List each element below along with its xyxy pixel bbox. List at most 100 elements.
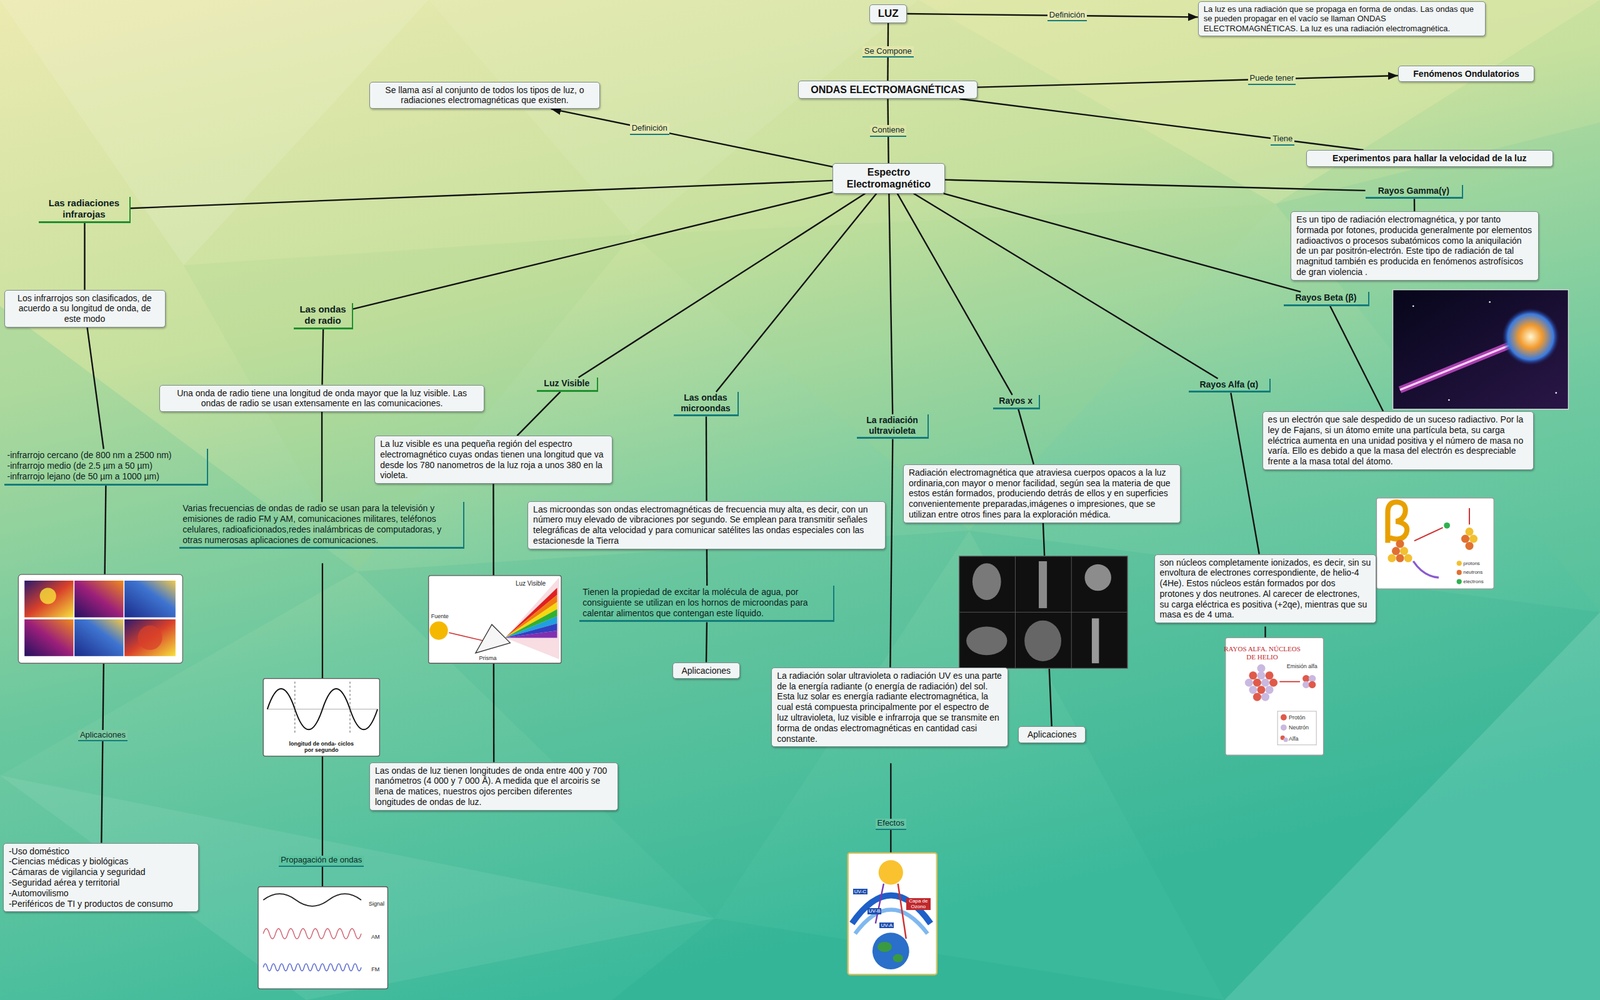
figure-label: Alfa: [1288, 735, 1299, 742]
node-text: -Uso doméstico: [8, 846, 194, 857]
connector-line: [886, 23, 889, 81]
prism-sketch: [505, 587, 557, 638]
alpha-image: [1283, 737, 1289, 742]
beta-image: [1465, 527, 1474, 536]
figure-label: Capa de Ozono: [906, 898, 931, 910]
gamma-image: [1555, 391, 1557, 394]
concept-box: Radiación electromagnética que atraviesa…: [903, 464, 1181, 524]
background-polygons: [1275, 122, 1600, 613]
uv-sketch: [848, 763, 937, 975]
node-text: -Ciencias médicas y biológicas: [8, 856, 194, 867]
note-text: Varias frecuencias de ondas de radio se …: [179, 501, 465, 549]
radio-wave-sketch: [263, 678, 380, 757]
concept-heading: Rayos Alfa (α): [1188, 378, 1271, 394]
beta-image: [1395, 554, 1404, 563]
infrared-photos: [124, 619, 176, 657]
node-text: Se llama así al conjunto de todos los ti…: [375, 85, 595, 107]
alpha-image: [1245, 678, 1254, 687]
concept-box: Las ondas de luz tienen longitudes de on…: [369, 762, 619, 811]
connector-line: [1230, 392, 1259, 554]
connector-line: [321, 329, 324, 385]
xray-photos: [959, 556, 1128, 669]
gamma-image: [1488, 301, 1491, 304]
uv-sketch: [893, 954, 904, 963]
radio-wave-sketch: [294, 681, 295, 734]
link-label: Puede tener: [1248, 73, 1297, 85]
connector-line: [321, 411, 323, 502]
modulation-sketch: [263, 893, 362, 907]
node-text: ONDAS ELECTROMAGNÉTICAS: [803, 83, 972, 96]
node-text: Las ondas de radio: [296, 303, 350, 327]
infrared-photos: [137, 625, 162, 650]
beta-image: [1400, 546, 1409, 555]
concept-box: -Uso doméstico-Ciencias médicas y biológ…: [3, 843, 200, 913]
node-text: -Automovilismo: [8, 888, 194, 899]
prism-sketch: [505, 630, 557, 638]
xray-photos: [972, 563, 1002, 600]
infrared-photos: [18, 574, 183, 664]
concept-heading: Rayos Gamma(γ): [1365, 185, 1464, 200]
concept-heading: Luz Visible: [536, 377, 599, 392]
note-text: Tienen la propiedad de excitar la molécu…: [579, 585, 835, 622]
beta-image: [1376, 498, 1494, 589]
connector-line: [943, 193, 1301, 292]
beta-image: [1461, 535, 1470, 544]
beta-image: [1456, 579, 1462, 585]
node-text: Rayos Alfa (α): [1191, 379, 1267, 390]
node-text: Rayos x: [995, 395, 1037, 407]
connector-line: [101, 485, 106, 844]
alpha-image: [1279, 681, 1300, 683]
node-text: -Periféricos de TI y productos de consum…: [8, 898, 194, 910]
node-text: Las ondas de luz tienen longitudes de on…: [375, 765, 613, 808]
connector-layer: [84, 13, 1415, 844]
beta-image: [1468, 508, 1470, 525]
gamma-image: [1393, 290, 1569, 410]
beta-image: [1443, 522, 1450, 529]
connector-line: [705, 416, 708, 501]
concept-box: es un electrón que sale despedido de un …: [1262, 411, 1534, 470]
prism-sketch: [448, 632, 484, 641]
link-label: Contiene: [870, 125, 907, 137]
modulation-sketch: [263, 928, 362, 939]
alpha-image: [1277, 711, 1317, 745]
prism-sketch: [505, 577, 560, 660]
modulation-sketch: [263, 963, 362, 971]
link-label: Propagación de ondas: [278, 855, 364, 867]
beta-image: [1456, 570, 1462, 575]
note-text: -infrarrojo cercano (de 800 nm a 2500 nm…: [4, 448, 209, 485]
figure-label: UV-C: [853, 888, 868, 895]
node-text: -infrarrojo medio (de 2.5 µm a 50 µm): [7, 460, 205, 472]
background-polygons: [1224, 612, 1600, 1000]
xray-photos: [1085, 564, 1112, 591]
node-text: -infrarrojo lejano (de 50 µm a 1000 µm): [7, 471, 205, 482]
concept-box: ONDAS ELECTROMAGNÉTICAS: [798, 80, 978, 99]
alpha-image: [1308, 681, 1316, 689]
alpha-image: [1280, 724, 1287, 731]
connector-line: [960, 98, 1364, 150]
connector-line: [87, 327, 104, 449]
concept-box: LUZ: [869, 4, 907, 24]
node-text: -Cámaras de vigilancia y seguridad: [8, 866, 194, 878]
connector-line: [130, 180, 833, 209]
connector-line: [906, 13, 1198, 17]
beta-image: [1391, 546, 1400, 555]
gamma-image: [1412, 305, 1415, 307]
figure-label: UV-B: [867, 908, 882, 914]
node-text: Espectro Electromagnético: [838, 166, 940, 190]
radio-wave-sketch: [263, 563, 380, 887]
connector-line: [913, 193, 1219, 379]
link-label: Definición: [630, 123, 670, 135]
connector-line: [888, 193, 893, 415]
figure-label: Fuente: [431, 613, 449, 620]
uv-sketch: [848, 853, 937, 975]
xray-photos: [1038, 561, 1047, 609]
prism-sketch: [505, 616, 557, 638]
node-text: Una onda de radio tiene una longitud de …: [165, 388, 480, 410]
beta-image: [1387, 554, 1396, 563]
figure-label: protons: [1463, 560, 1480, 567]
alpha-image: [1261, 678, 1270, 687]
concept-heading: Rayos Beta (β): [1283, 291, 1370, 307]
alpha-image: [1256, 685, 1265, 694]
uv-sketch: [890, 763, 892, 854]
